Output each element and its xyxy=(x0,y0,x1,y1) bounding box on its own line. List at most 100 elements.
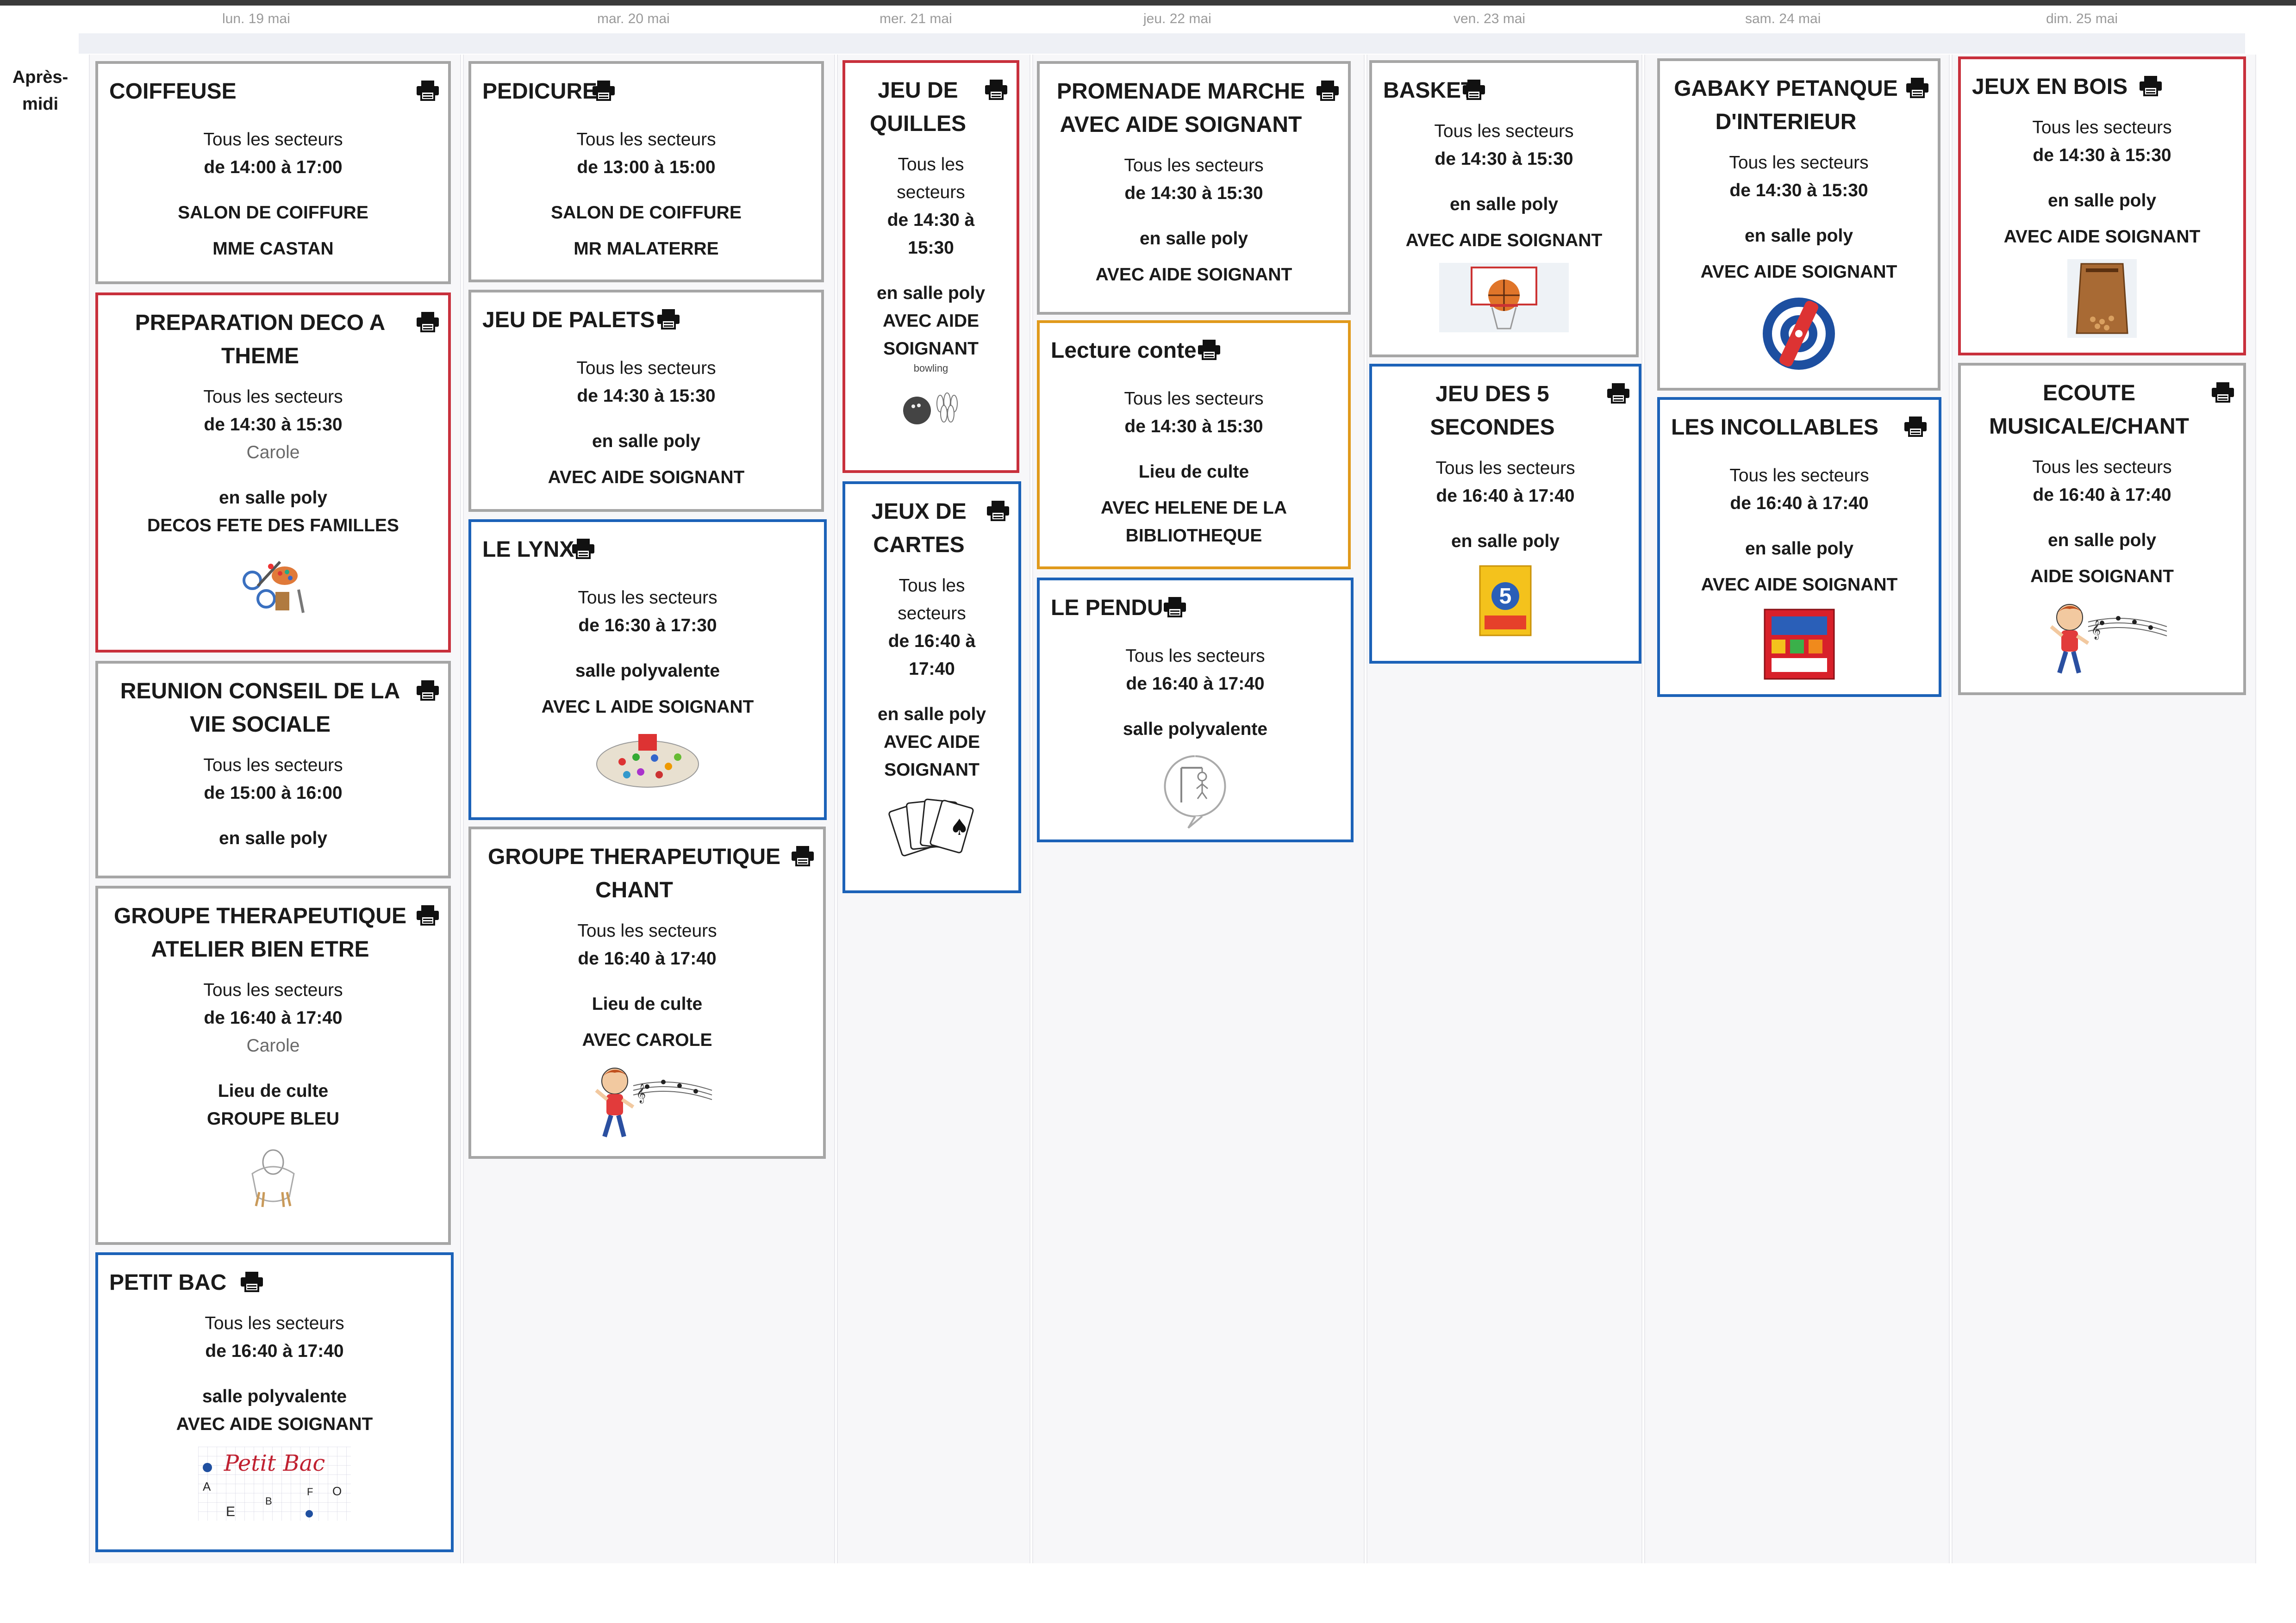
card-title-line2: D'INTERIEUR xyxy=(1715,110,1857,134)
activity-card-cartes[interactable]: JEUX DE CARTES Tous les secteurs de 16:4… xyxy=(842,481,1021,893)
craft-tools-icon xyxy=(243,560,305,613)
activity-card-coiffeuse[interactable]: COIFFEUSE Tous les secteurs de 14:00 à 1… xyxy=(95,61,451,284)
card-location: en salle poly xyxy=(218,828,328,848)
card-sectors: Tous les secteurs xyxy=(576,358,716,378)
activity-card-conte[interactable]: Lecture conte Tous les secteurs de 14:30… xyxy=(1037,320,1351,569)
card-sectors: Tous les secteurs xyxy=(1434,121,1574,141)
printer-icon[interactable] xyxy=(416,80,440,101)
card-detail: DECOS FETE DES FAMILLES xyxy=(147,516,399,535)
activity-card-cinq-secondes[interactable]: JEU DES 5 SECONDES Tous les secteurs de … xyxy=(1369,364,1641,664)
page-top-border xyxy=(0,0,2296,6)
activity-card-palets[interactable]: JEU DE PALETS Tous les secteurs de 14:30… xyxy=(468,290,824,512)
wooden-game-icon xyxy=(2067,259,2137,338)
card-time: de 16:40 à 17:40 xyxy=(1730,493,1869,513)
printer-icon[interactable] xyxy=(986,500,1010,521)
activity-card-gabaky[interactable]: GABAKY PETANQUE D'INTERIEUR Tous les sec… xyxy=(1657,58,1940,391)
card-detail: AVEC AIDE SOIGNANT xyxy=(1700,262,1897,282)
card-sectors: Tous les secteurs xyxy=(1729,466,1869,485)
printer-icon[interactable] xyxy=(1197,339,1221,360)
printer-icon[interactable] xyxy=(240,1271,264,1292)
target-icon xyxy=(1763,298,1835,370)
svg-text:E: E xyxy=(226,1504,235,1519)
day-label-3: mer. 21 mai xyxy=(880,11,952,26)
card-location: en salle poly xyxy=(876,283,986,303)
card-sectors-line2: secteurs xyxy=(898,603,966,623)
printer-icon[interactable] xyxy=(984,79,1008,100)
card-location: en salle poly xyxy=(1744,226,1853,246)
card-host: AVEC CAROLE xyxy=(582,1030,712,1050)
printer-icon[interactable] xyxy=(1462,79,1486,100)
petit-bac-icon: Petit Bac A E B F O xyxy=(198,1447,351,1521)
card-location: SALON DE COIFFURE xyxy=(178,203,368,223)
activity-card-basket[interactable]: BASKET Tous les secteurs de 14:30 à 15:3… xyxy=(1369,60,1639,357)
card-time-line2: 15:30 xyxy=(908,238,954,258)
card-title: PETIT BAC xyxy=(109,1270,227,1295)
card-location: SALON DE COIFFURE xyxy=(551,203,742,223)
day-label-7: dim. 25 mai xyxy=(2046,11,2118,26)
singing-boy-icon xyxy=(2033,599,2171,678)
printer-icon[interactable] xyxy=(592,80,616,101)
activity-card-reunion[interactable]: REUNION CONSEIL DE LA VIE SOCIALE Tous l… xyxy=(95,661,451,878)
printer-icon[interactable] xyxy=(416,311,440,332)
activity-card-incollables[interactable]: LES INCOLLABLES Tous les secteurs de 16:… xyxy=(1657,397,1941,697)
printer-icon[interactable] xyxy=(656,308,680,330)
printer-icon[interactable] xyxy=(1163,596,1187,617)
activity-card-atelier-bien-etre[interactable]: GROUPE THERAPEUTIQUE ATELIER BIEN ETRE T… xyxy=(95,886,451,1245)
card-location: salle polyvalente xyxy=(575,661,720,681)
lynx-board-icon xyxy=(596,734,699,788)
printer-icon[interactable] xyxy=(416,904,440,926)
activity-card-lynx[interactable]: LE LYNX Tous les secteurs de 16:30 à 17:… xyxy=(468,519,827,820)
card-detail-line2: SOIGNANT xyxy=(883,339,979,359)
card-time: de 14:30 à 15:30 xyxy=(1729,180,1868,200)
printer-icon[interactable] xyxy=(416,679,440,701)
activity-card-quilles[interactable]: JEU DE QUILLES Tous les secteurs de 14:3… xyxy=(842,60,1019,473)
card-sectors-line2: secteurs xyxy=(897,182,965,202)
card-time: de 14:30 à 15:30 xyxy=(1435,149,1573,169)
day-label-6: sam. 24 mai xyxy=(1745,11,1821,26)
card-sectors: Tous les secteurs xyxy=(1125,646,1265,666)
printer-icon[interactable] xyxy=(1903,416,1928,437)
card-host: MR MALATERRE xyxy=(574,239,719,259)
header-strip xyxy=(79,33,2245,54)
printer-icon[interactable] xyxy=(1606,382,1630,404)
card-title-line2: QUILLES xyxy=(869,112,966,136)
card-detail-line2: SOIGNANT xyxy=(884,760,980,780)
card-location: en salle poly xyxy=(2047,191,2157,211)
bowling-icon xyxy=(903,392,958,424)
printer-icon[interactable] xyxy=(791,845,815,866)
singing-boy-icon xyxy=(578,1063,717,1141)
five-seconds-box-icon: 5 xyxy=(1479,565,1532,636)
printer-icon[interactable] xyxy=(2211,381,2235,403)
activity-card-promenade[interactable]: PROMENADE MARCHE AVEC AIDE SOIGNANT Tous… xyxy=(1037,61,1351,315)
card-title-line2: ATELIER BIEN ETRE xyxy=(151,937,369,962)
card-detail: AIDE SOIGNANT xyxy=(2030,566,2174,586)
card-host: MME CASTAN xyxy=(212,239,334,259)
card-detail: AVEC AIDE SOIGNANT xyxy=(1701,575,1898,595)
card-host-line2: BIBLIOTHEQUE xyxy=(1125,526,1262,546)
activity-card-chant[interactable]: GROUPE THERAPEUTIQUE CHANT Tous les sect… xyxy=(468,827,826,1159)
card-title-line1: JEU DE xyxy=(878,78,958,103)
card-detail: AVEC L AIDE SOIGNANT xyxy=(541,697,754,717)
card-detail: AVEC AIDE SOIGNANT xyxy=(2003,227,2201,247)
card-host: Carole xyxy=(246,1036,300,1056)
card-time: de 13:00 à 15:00 xyxy=(577,157,716,177)
activity-card-petit-bac[interactable]: PETIT BAC Tous les secteurs de 16:40 à 1… xyxy=(95,1252,454,1552)
card-location: en salle poly xyxy=(877,704,986,724)
printer-icon[interactable] xyxy=(1905,77,1929,98)
activity-card-pedicure[interactable]: PEDICURE Tous les secteurs de 13:00 à 15… xyxy=(468,61,824,282)
card-time: de 16:40 à 17:40 xyxy=(578,949,717,969)
printer-icon[interactable] xyxy=(2139,75,2163,96)
card-title: COIFFEUSE xyxy=(109,79,237,104)
card-location: en salle poly xyxy=(592,431,701,451)
activity-card-ecoute-musicale[interactable]: ECOUTE MUSICALE/CHANT Tous les secteurs … xyxy=(1958,363,2246,695)
card-sectors-line1: Tous les xyxy=(898,576,965,596)
activity-card-deco[interactable]: PREPARATION DECO A THEME Tous les secteu… xyxy=(95,292,451,653)
card-location: en salle poly xyxy=(1451,531,1560,551)
printer-icon[interactable] xyxy=(571,538,595,559)
activity-card-pendu[interactable]: LE PENDU Tous les secteurs de 16:40 à 17… xyxy=(1037,578,1354,842)
card-time: de 16:30 à 17:30 xyxy=(578,616,717,635)
activity-card-jeux-en-bois[interactable]: JEUX EN BOIS Tous les secteurs de 14:30 … xyxy=(1958,56,2246,355)
card-title: Lecture conte xyxy=(1051,338,1197,363)
printer-icon[interactable] xyxy=(1316,80,1340,101)
card-detail: GROUPE BLEU xyxy=(206,1109,340,1129)
